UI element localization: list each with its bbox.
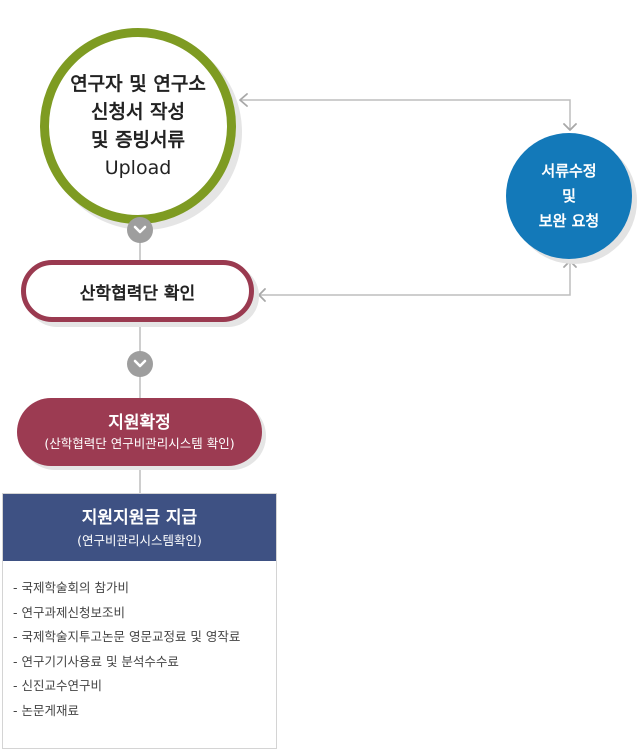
chevron-down-icon: [127, 217, 153, 243]
list-item: - 연구과제신청보조비: [13, 604, 125, 620]
arrowhead-into-step2: [258, 288, 266, 302]
list-item: - 연구기기사용료 및 분석수수료: [13, 653, 179, 669]
revision-line-2: 및: [562, 186, 576, 205]
step1-line-2: 신청서 작성: [90, 101, 185, 123]
chevron-down-icon: [127, 351, 153, 377]
step1-text: 연구자 및 연구소 신청서 작성 및 증빙서류 Upload: [70, 70, 206, 182]
step4-title: 지원지원금 지급: [81, 507, 198, 528]
step1-circle: 연구자 및 연구소 신청서 작성 및 증빙서류 Upload: [40, 28, 236, 224]
connector-revision-to-step1: [240, 99, 571, 130]
list-item: - 국제학술회의 참가비: [13, 580, 129, 595]
step3-subtitle: (산학협력단 연구비관리시스템 확인): [44, 436, 235, 451]
list-item: - 국제학술지투고논문 영문교정료 및 영작료: [13, 629, 241, 644]
step2-label: 산학협력단 확인: [79, 283, 196, 304]
revision-line-3: 보완 요청: [538, 211, 600, 230]
step1-line-4: Upload: [104, 157, 172, 179]
step1-line-1: 연구자 및 연구소: [70, 73, 206, 95]
list-item: - 논문게재료: [13, 702, 79, 718]
step4-item-list: - 국제학술회의 참가비 - 연구과제신청보조비 - 국제학술지투고논문 영문교…: [3, 561, 276, 723]
revision-line-1: 서류수정: [541, 161, 597, 180]
revision-request-circle: 서류수정 및 보완 요청: [506, 133, 632, 259]
arrowhead-into-revision-bottom: [563, 260, 577, 268]
step4-payment-box: 지원지원금 지급 (연구비관리시스템확인) - 국제학술회의 참가비 - 연구과…: [2, 493, 277, 749]
step3-support-confirmed: 지원확정 (산학협력단 연구비관리시스템 확인): [17, 398, 262, 466]
step2-industry-cooperation-check: 산학협력단 확인: [21, 260, 254, 322]
step3-title: 지원확정: [108, 413, 171, 433]
step4-header: 지원지원금 지급 (연구비관리시스템확인): [3, 494, 276, 561]
list-item: - 신진교수연구비: [13, 678, 102, 693]
step1-line-3: 및 증빙서류: [90, 129, 185, 151]
arrowhead-into-step1: [239, 93, 248, 107]
arrowhead-into-revision: [563, 123, 577, 131]
step4-subtitle: (연구비관리시스템확인): [77, 532, 202, 548]
connector-step2-to-revision: [258, 262, 571, 296]
